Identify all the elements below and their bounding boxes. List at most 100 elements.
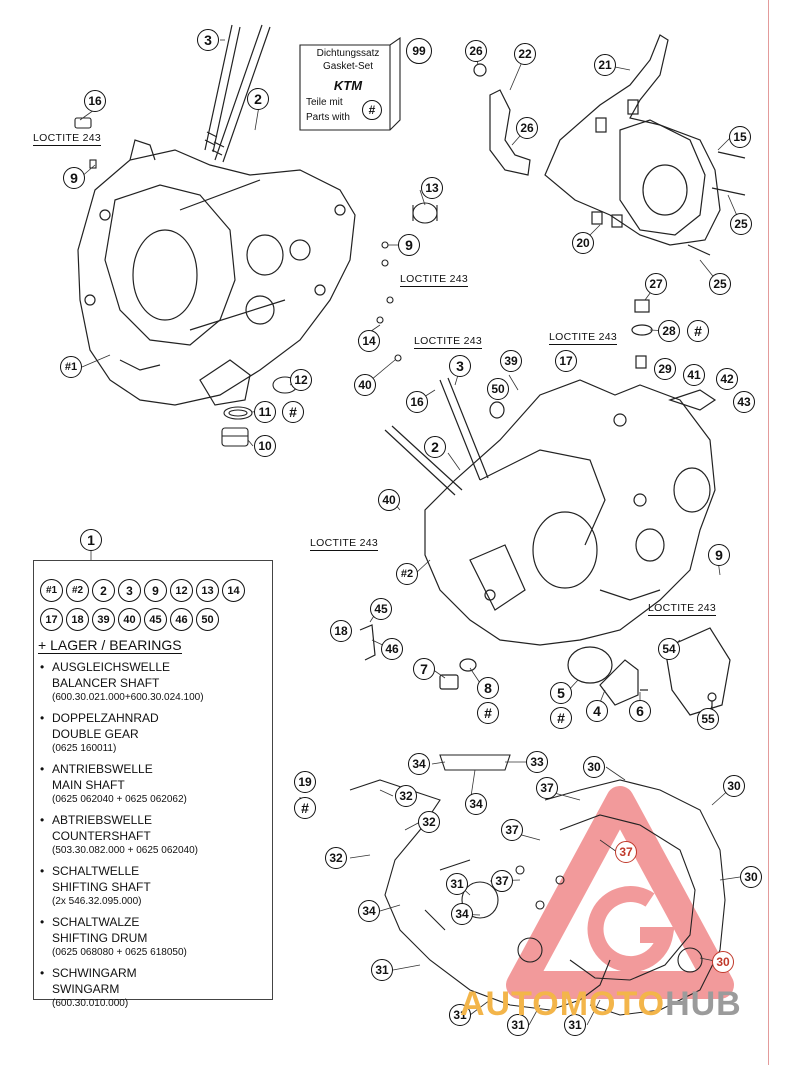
legend-callout: 40 [118,608,141,631]
bearing-pn: (503.30.082.000 + 0625 062040) [52,845,198,856]
bearing-de: AUSGLEICHSWELLE [52,660,171,674]
callout-45: 45 [370,598,392,620]
crankcase-gaskets [349,754,726,1016]
bearing-en: SHIFTING SHAFT [52,880,151,894]
bearing-item: DOPPELZAHNRAD DOUBLE GEAR (0625 160011) [40,710,268,755]
callout-12: 12 [290,369,312,391]
oil-pump-parts [359,624,731,716]
loctite-label: LOCTITE 243 [648,602,717,614]
loctite-label: LOCTITE 243 [414,335,483,347]
bearing-de: SCHALTWELLE [52,864,140,878]
bearing-item: SCHALTWELLE SHIFTING SHAFT (2x 546.32.095.… [40,863,268,908]
bearing-pn: (0625 160011) [52,743,117,754]
loctite-label: LOCTITE 243 [33,132,102,144]
callout-37d: 37 [491,870,513,892]
callout-15: 15 [729,126,751,148]
callout-34b: 34 [465,793,487,815]
watermark-part1: AUTOMOTO [460,985,666,1023]
gasket-set-line3: Teile mit [306,97,343,108]
bearing-de: SCHALTWALZE [52,915,140,929]
bearing-item: ABTRIEBSWELLECOUNTERSHAFT(503.30.082.000… [40,812,268,857]
legend-box: #1 #2 2 3 9 12 13 14 17 18 39 40 45 46 5… [33,560,273,1009]
callout-40b: 40 [378,489,400,511]
callout-18: 18 [330,620,352,642]
legend-callout: 12 [170,579,193,602]
callout-37c: 37 [615,841,637,863]
legend-row-2: 17 18 39 40 45 46 50 [40,608,219,631]
bearings-heading-text: + LAGER / BEARINGS [38,637,182,654]
loctite-label: LOCTITE 243 [549,331,618,343]
gasket-set-box: Dichtungssatz Gasket-Set KTM Teile mit P… [300,42,396,130]
callout-22: 22 [514,43,536,65]
callout-30c: 30 [740,866,762,888]
bearing-pn: (600.30.021.000+600.30.024.100) [52,692,204,703]
callout-9: 9 [63,167,85,189]
callout-hash2: #2 [396,563,418,585]
gasket-set-line1: Dichtungssatz [316,48,380,59]
cylinder-studs [204,24,271,163]
bearings-list: AUSGLEICHSWELLE BALANCER SHAFT (600.30.021… [40,659,268,1016]
callout-3: 3 [197,29,219,51]
bearing-pn: (600.30.010.000) [52,998,129,1009]
loctite-label: LOCTITE 243 [310,537,379,549]
legend-callout: 2 [92,579,115,602]
gasket-set-line2: Gasket-Set [322,61,374,72]
callout-14: 14 [358,330,380,352]
legend-callout: #1 [40,579,63,602]
callout-25: 25 [730,213,752,235]
callout-34: 34 [408,753,430,775]
callout-21: 21 [594,54,616,76]
callout-54: 54 [658,638,680,660]
watermark-logo [506,786,734,999]
watermark-text: AUTOMOTOHUB [460,985,742,1024]
callout-50: 50 [487,378,509,400]
callout-4: 4 [586,700,608,722]
callout-2: 2 [247,88,269,110]
callout-3b: 3 [449,355,471,377]
callout-28: 28 [658,320,680,342]
bearing-pn: (0625 068080 + 0625 618050) [52,947,187,958]
callout-10: 10 [254,435,276,457]
legend-callout: 46 [170,608,193,631]
callout-25b: 25 [709,273,731,295]
bearing-de: SCHWINGARM [52,966,137,980]
bearing-de: ABTRIEBSWELLE [52,813,153,827]
small-parts-left [74,117,438,447]
callout-99: 99 [406,38,432,64]
bearing-en: DOUBLE GEAR [52,727,139,741]
legend-row-1: #1 #2 2 3 9 12 13 14 [40,579,245,602]
bearing-de: DOPPELZAHNRAD [52,711,159,725]
callout-40: 40 [354,374,376,396]
callout-31b: 31 [371,959,393,981]
callout-8: 8 [477,677,499,699]
callout-33: 33 [526,751,548,773]
bearing-en: BALANCER SHAFT [52,676,160,690]
gasket-set-hash: # [362,100,382,120]
bearing-en: SHIFTING DRUM [52,931,148,945]
bearing-item: AUSGLEICHSWELLE BALANCER SHAFT (600.30.021… [40,659,268,704]
callout-26: 26 [465,40,487,62]
callout-34d: 34 [451,903,473,925]
callout-39: 39 [500,350,522,372]
callout-13: 13 [421,177,443,199]
legend-callout: 39 [92,608,115,631]
page-edge-line [768,0,769,1065]
callout-42: 42 [716,368,738,390]
callout-31: 31 [446,873,468,895]
callout-32c: 32 [325,847,347,869]
bearing-pn: (2x 546.32.095.000) [52,896,142,907]
legend-callout: 17 [40,608,63,631]
callout-27: 27 [645,273,667,295]
legend-callout: 18 [66,608,89,631]
callout-31e: 31 [564,1014,586,1036]
legend-callout: #2 [66,579,89,602]
crankcase-left-half [77,139,356,406]
callout-30d: 30 [712,951,734,973]
bearing-item: SCHALTWALZE SHIFTING DRUM (0625 068080 + 0… [40,914,268,959]
bearing-pn: (0625 062040 + 0625 062062) [52,794,187,805]
callout-31d: 31 [507,1014,529,1036]
callout-55: 55 [697,708,719,730]
callout-28-hash: # [687,320,709,342]
ktm-logo: KTM [333,78,363,93]
